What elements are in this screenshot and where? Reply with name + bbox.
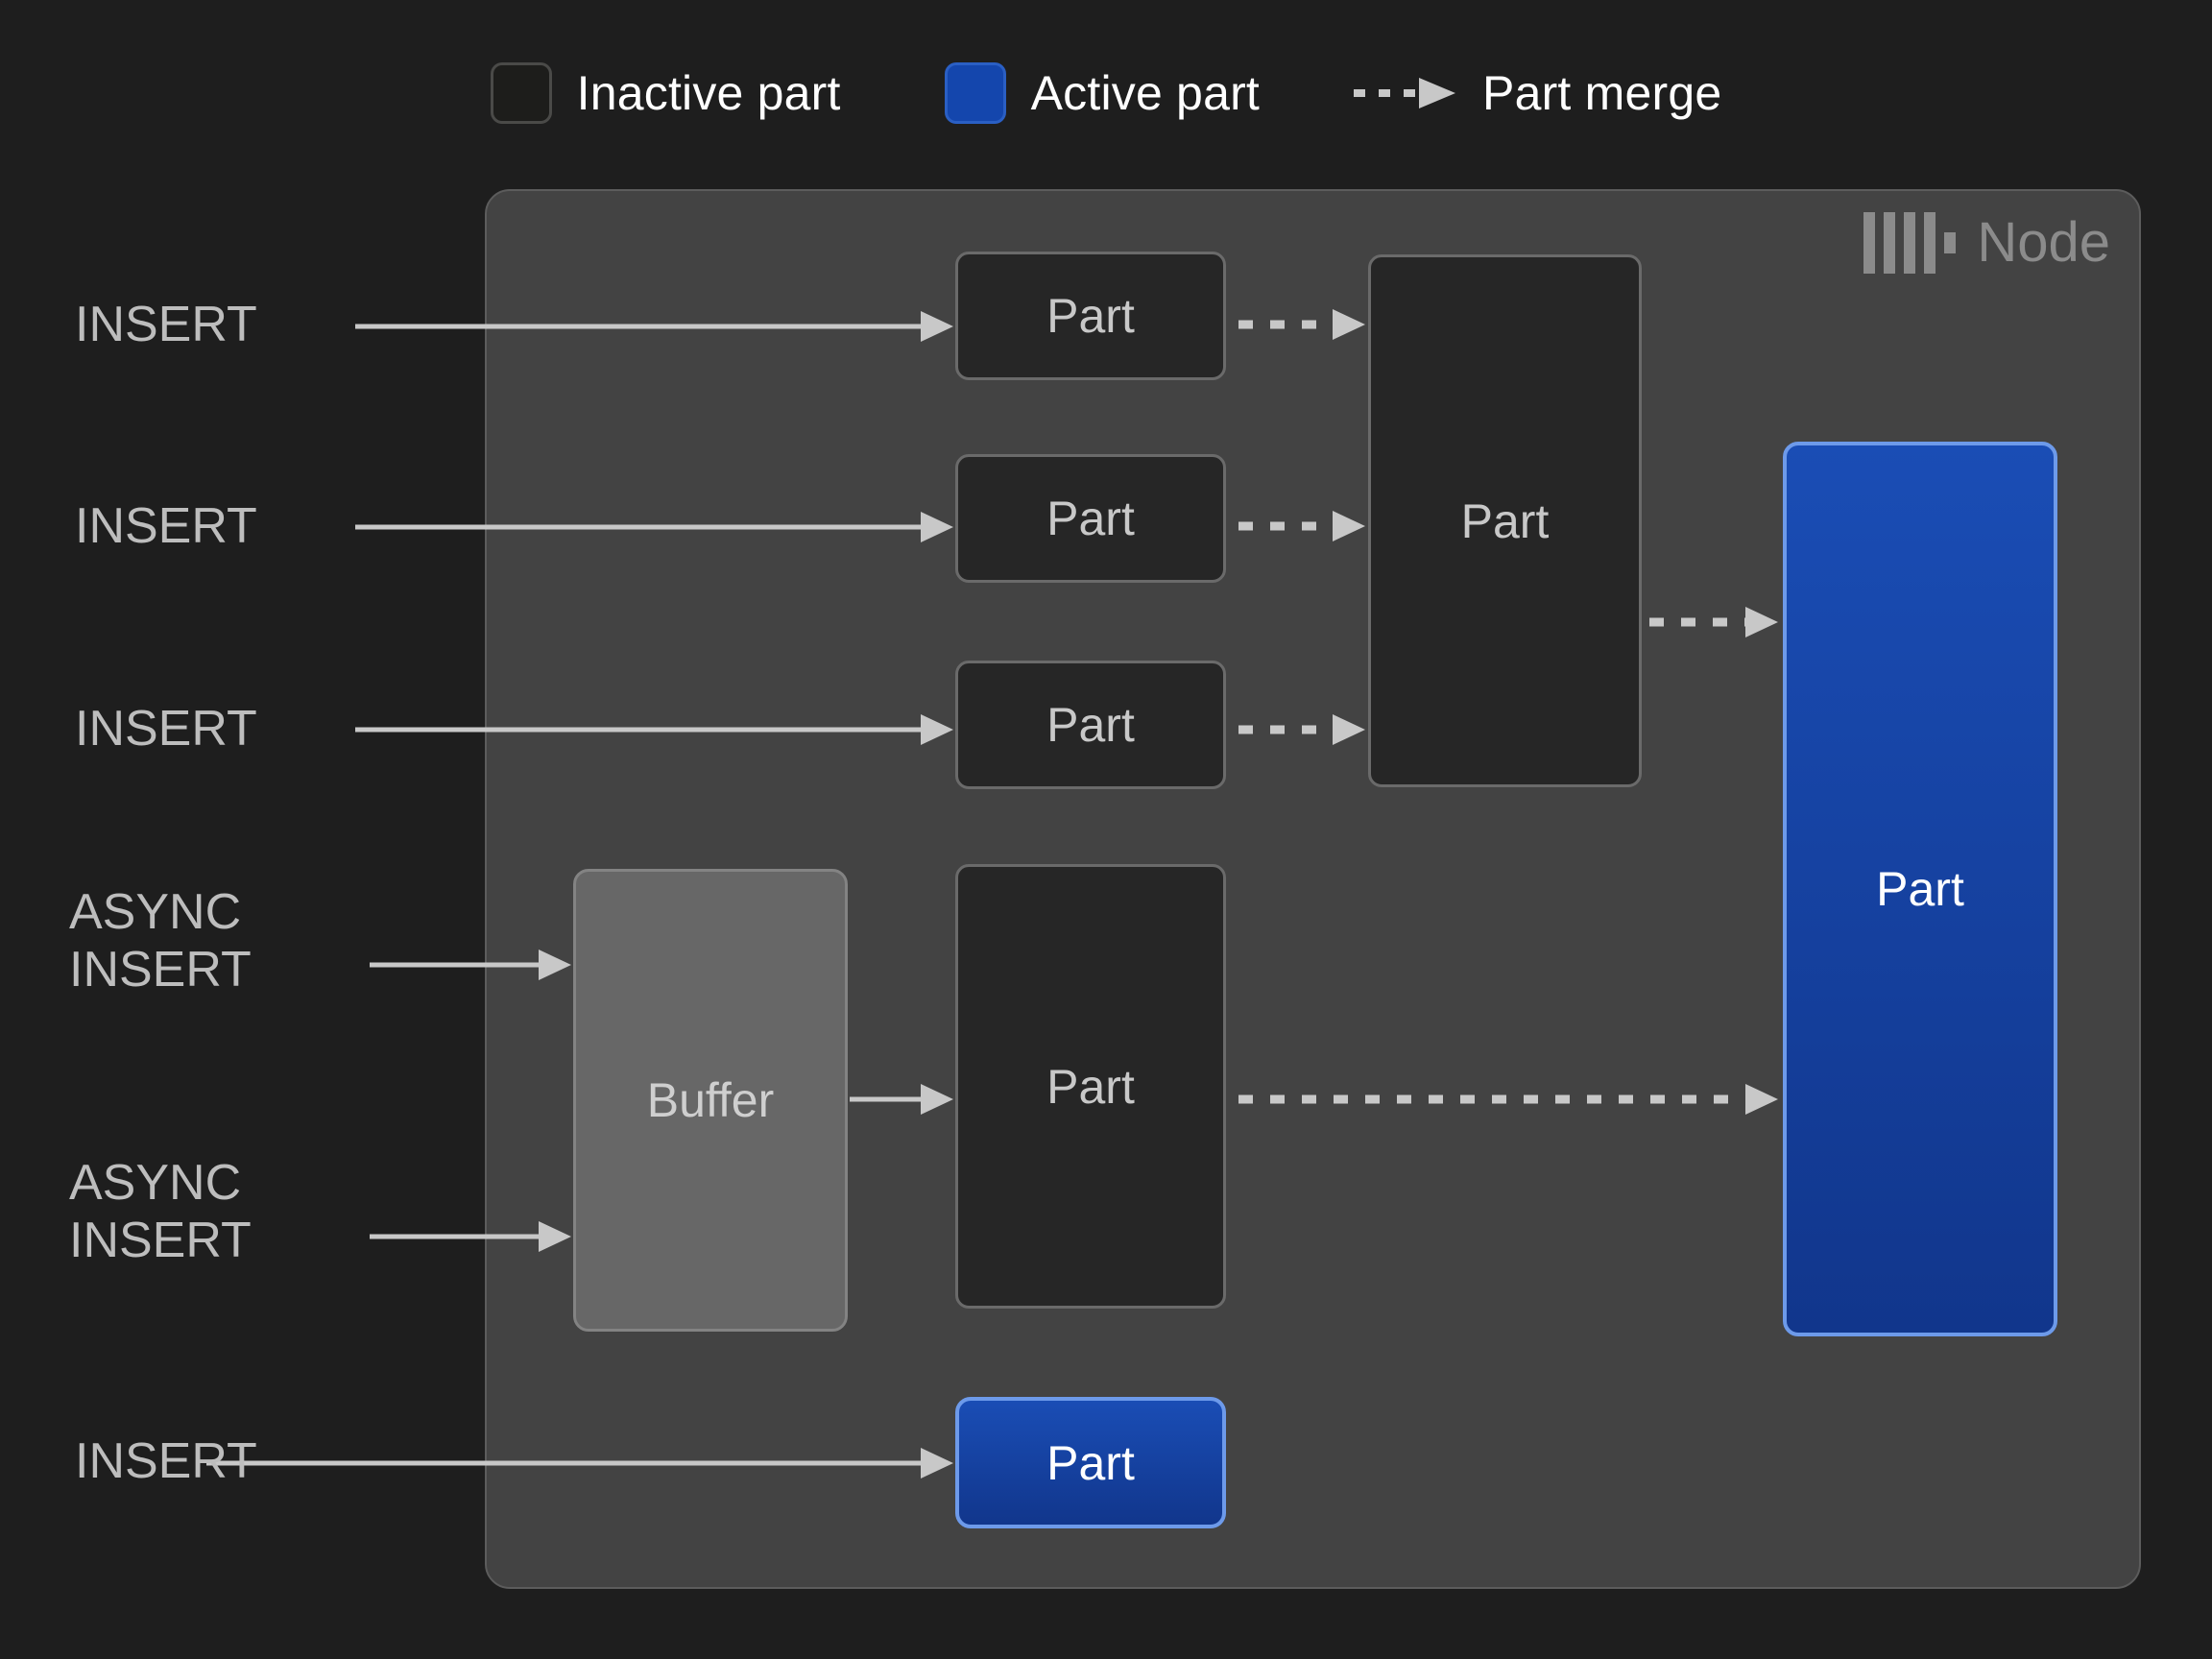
part-col1-row3-label: Part (1046, 698, 1135, 752)
legend-label-active-part: Active part (1030, 66, 1261, 120)
part-col1-row1[interactable]: Part (955, 252, 1226, 380)
part-col1-row1-label: Part (1046, 289, 1135, 343)
buffer[interactable]: Buffer (573, 869, 848, 1332)
buffer-label: Buffer (646, 1073, 775, 1127)
part-active-main[interactable]: Part (1783, 442, 2057, 1336)
legend-item-active-part: Active part (944, 62, 1261, 124)
part-active-main-label: Part (1876, 862, 1964, 916)
part-merged-col2[interactable]: Part (1368, 254, 1642, 787)
legend-item-part-merge: Part merge (1352, 65, 1721, 121)
part-col1-row3[interactable]: Part (955, 661, 1226, 789)
input-label-insert-3: INSERT (75, 701, 257, 757)
node-badge: Node (1863, 212, 2110, 274)
legend-label-part-merge: Part merge (1482, 66, 1722, 120)
input-label-insert-1: INSERT (75, 297, 257, 352)
part-async[interactable]: Part (955, 864, 1226, 1309)
part-merged-col2-label: Part (1460, 493, 1550, 548)
inactive-part-swatch-icon (490, 62, 552, 124)
part-active-bottom[interactable]: Part (955, 1397, 1226, 1528)
legend: Inactive part Active part Part merge (0, 50, 2212, 136)
node-title: Node (1977, 211, 2110, 274)
active-part-swatch-icon (944, 62, 1006, 124)
input-label-insert-4: INSERT (75, 1433, 257, 1489)
part-col1-row2-label: Part (1046, 492, 1135, 545)
part-active-bottom-label: Part (1046, 1435, 1135, 1490)
legend-label-inactive-part: Inactive part (576, 66, 841, 120)
legend-item-inactive-part: Inactive part (490, 62, 841, 124)
input-label-async-insert-1: ASYNC INSERT (69, 884, 252, 998)
part-merge-dashed-arrow-icon (1352, 77, 1457, 109)
clickhouse-logo-icon (1863, 212, 1957, 274)
input-label-insert-2: INSERT (75, 498, 257, 554)
part-async-label: Part (1046, 1059, 1135, 1114)
part-col1-row2[interactable]: Part (955, 454, 1226, 583)
input-label-async-insert-2: ASYNC INSERT (69, 1155, 252, 1268)
